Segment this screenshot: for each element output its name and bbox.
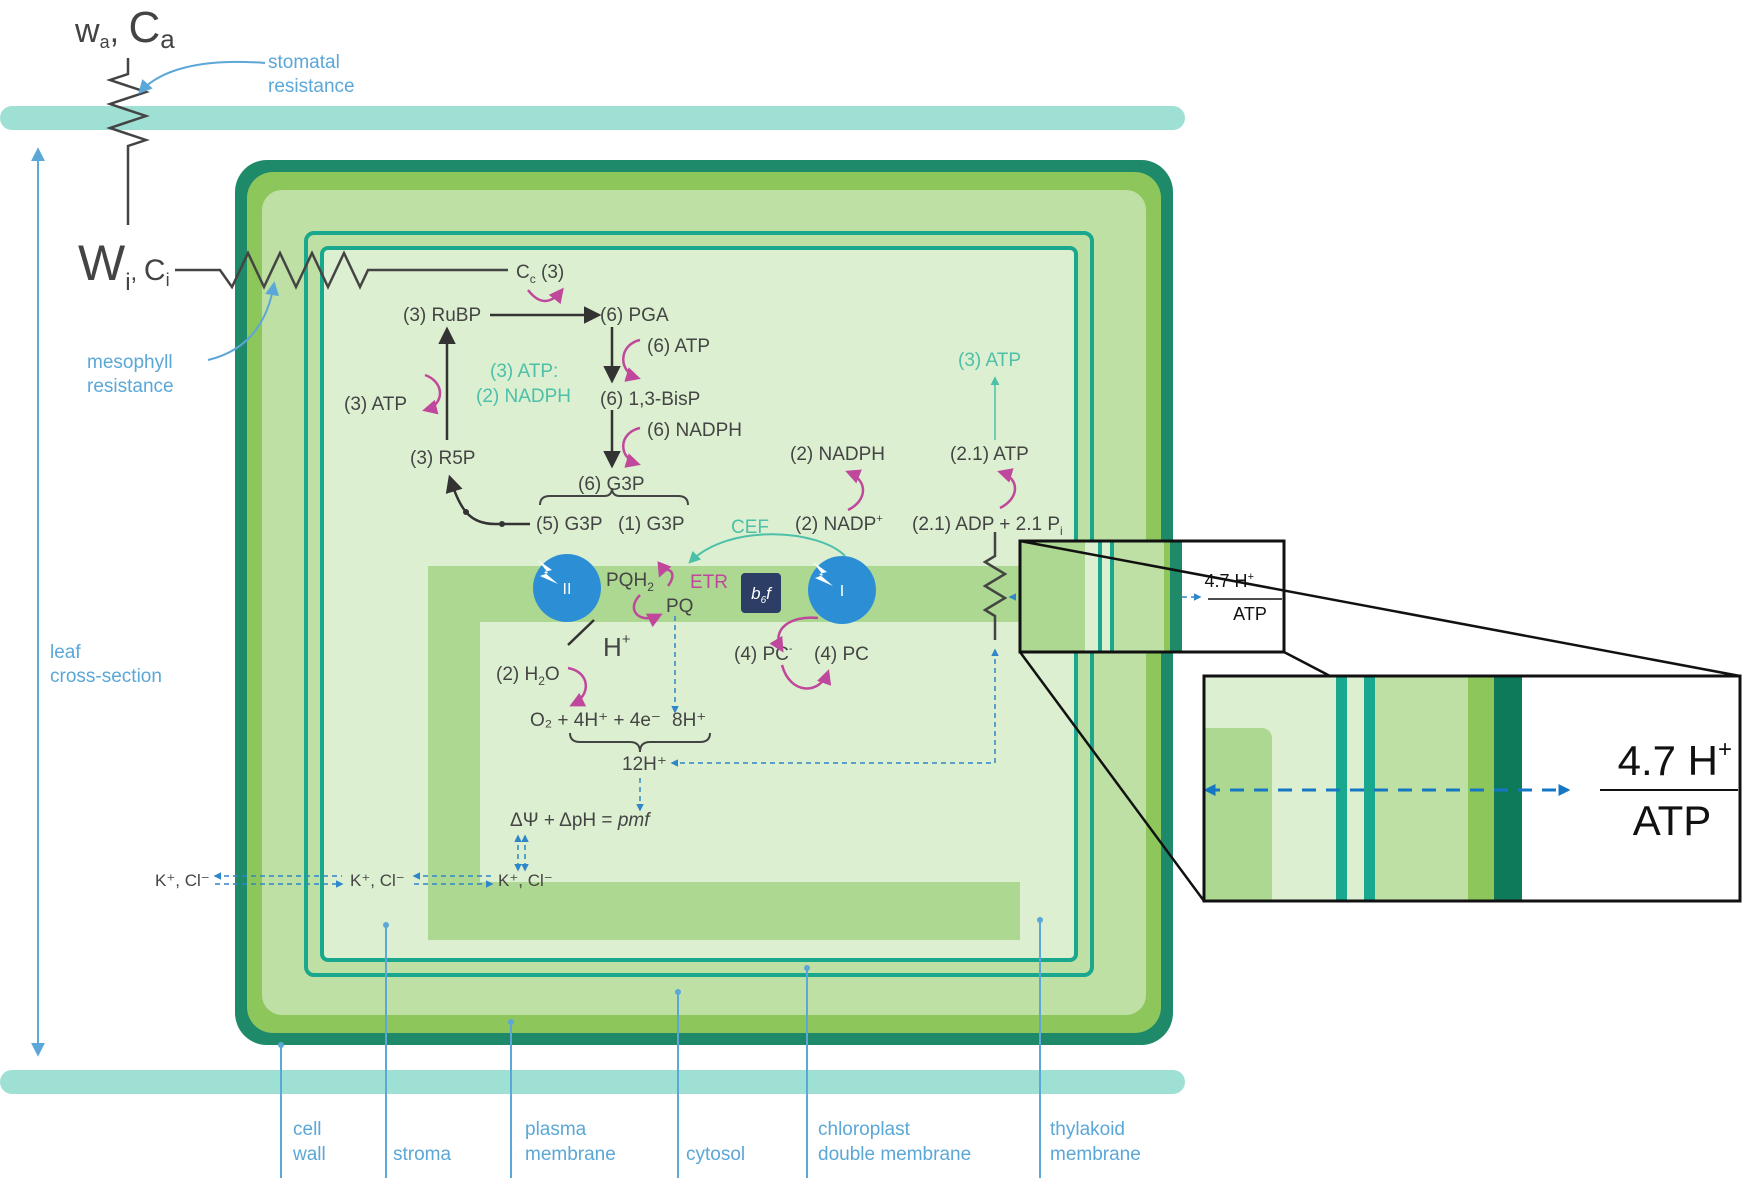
svg-text:4.7 H+: 4.7 H+ [1618, 736, 1732, 784]
nadph6-label: (6) NADPH [647, 420, 742, 441]
h12-label: 12H⁺ [622, 754, 667, 775]
k-cl-stroma: K⁺, Cl⁻ [498, 871, 553, 890]
photosystem-ii [533, 554, 601, 622]
proton-flow-arrows [213, 593, 1204, 888]
svg-text:ATP: ATP [1633, 797, 1712, 844]
zoom-projection-bottom [1018, 651, 1206, 902]
h8-label: 8H⁺ [672, 710, 706, 731]
h-plus-label: H+ [603, 631, 631, 662]
calvin-cycle: (3) RuBP (6) PGA (6) ATP (6) 1,3-BisP (6… [344, 287, 742, 535]
pq-label: PQ [666, 596, 693, 617]
o2-line-label: O₂ + 4H⁺ + 4e⁻ [530, 710, 661, 731]
svg-text:Cc (3): Cc (3) [516, 262, 564, 286]
psii-lightning-icon [538, 560, 558, 584]
light-reactions: (2) NADPH (2) NADP+ (2.1) ATP (2.1) ADP … [496, 350, 1063, 831]
adp-label: (2.1) ADP + 2.1 Pi [912, 514, 1063, 538]
compartment-pointer-tips [278, 917, 1043, 1048]
h2o-label: (2) H2O [496, 664, 560, 688]
psi-lightning-icon [813, 562, 833, 586]
k-cl-cytosol: K⁺, Cl⁻ [350, 871, 405, 890]
pmf-equation: ΔΨ + ΔpH = pmf [510, 810, 651, 831]
nadp2-label: (2) NADP+ [795, 513, 883, 535]
cytosol-label: cytosol [686, 1144, 745, 1165]
svg-text:b6f: b6f [751, 584, 773, 606]
pc-minus-label: (4) PC- [734, 643, 793, 665]
atp21-label: (2.1) ATP [950, 444, 1029, 465]
ion-labels: K⁺, Cl⁻ K⁺, Cl⁻ K⁺, Cl⁻ [155, 871, 553, 890]
large-zoom-box: 4.7 H+ ATP [1202, 674, 1742, 903]
svg-text:Wi, Ci: Wi, Ci [78, 235, 170, 296]
mesophyll-resistor [175, 250, 508, 290]
lower-epidermis [0, 1070, 1185, 1094]
mesophyll-pointer-arrow [207, 281, 280, 361]
zoom-projection-inner [1283, 650, 1331, 678]
rubp-label: (3) RuBP [403, 305, 481, 326]
upper-epidermis [0, 106, 1185, 130]
atp6-label: (6) ATP [647, 336, 710, 357]
k-cl-apoplast: K⁺, Cl⁻ [155, 871, 210, 890]
chloroplast-co2-label: Cc (3) [516, 262, 564, 286]
pc-label: (4) PC [814, 644, 869, 665]
bisp-label: (6) 1,3-BisP [600, 389, 700, 410]
svg-text:wa, Ca: wa, Ca [74, 3, 175, 54]
thylakoid-membrane [428, 566, 1020, 940]
g3p5-label: (5) G3P [536, 514, 603, 535]
atp-synthase-resistor [982, 532, 1008, 640]
atp-nadph-ratio-label: (3) ATP:(2) NADPH [476, 361, 571, 407]
stomatal-pointer-arrow [138, 60, 266, 95]
etr-label: ETR [690, 572, 728, 593]
svg-text:II: II [563, 581, 572, 598]
compartment-pointers [280, 920, 1041, 1178]
atp3-label: (3) ATP [344, 394, 407, 415]
cef-label: CEF [731, 517, 769, 538]
small-zoom-box: 4.7 H+ ATP [1018, 539, 1286, 654]
intercellular-label: Wi, Ci [78, 235, 170, 296]
svg-text:I: I [840, 583, 844, 600]
photosystem-i [808, 556, 876, 624]
atp3-out-label: (3) ATP [958, 350, 1021, 371]
cytochrome-b6f [741, 573, 781, 613]
pqh2-label: PQH2 [606, 570, 654, 594]
g3p6-label: (6) G3P [578, 474, 645, 495]
svg-text:4.7 H+: 4.7 H+ [1205, 571, 1254, 591]
zoom-projection-top [1019, 539, 1741, 678]
r5p-label: (3) R5P [410, 448, 475, 469]
stomatal-resistor [106, 58, 150, 225]
stroma-label: stroma [393, 1144, 452, 1165]
atmosphere-label: wa, Ca [74, 3, 175, 54]
nadph2-label: (2) NADPH [790, 444, 885, 465]
pga-label: (6) PGA [600, 305, 669, 326]
g3p1-label: (1) G3P [618, 514, 685, 535]
svg-text:ATP: ATP [1233, 604, 1267, 624]
